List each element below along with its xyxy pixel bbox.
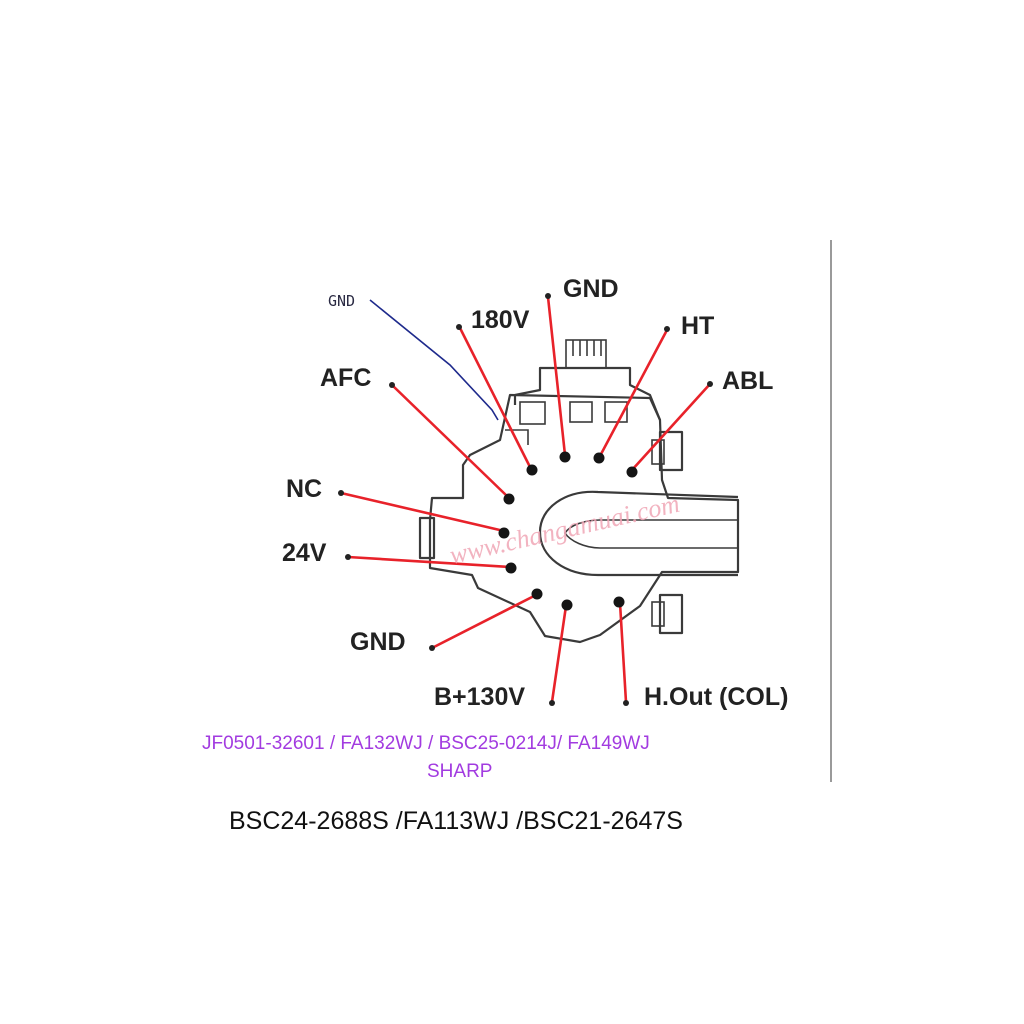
pin-hout	[613, 596, 625, 608]
pin-24v	[505, 562, 517, 574]
watermark-text: www.changamuai.com	[447, 489, 682, 570]
label-gnd-wire: GND	[328, 292, 355, 310]
leader-gnd-bottom	[430, 593, 538, 650]
label-gnd-top: GND	[563, 275, 619, 303]
pin-nc	[498, 527, 510, 539]
label-ht: HT	[681, 312, 714, 340]
model-brand: SHARP	[427, 761, 492, 782]
pin-gnd-top	[559, 451, 571, 463]
label-anchor-dots	[338, 293, 713, 706]
label-24v: 24V	[282, 539, 327, 567]
label-b130: B+130V	[434, 683, 525, 711]
pin-afc	[503, 493, 515, 505]
connector-pins	[498, 451, 638, 611]
label-abl: ABL	[722, 367, 773, 395]
leader-24v	[346, 555, 512, 569]
model-line-purple: JF0501-32601 / FA132WJ / BSC25-0214J/ FA…	[202, 733, 650, 754]
leader-hout	[618, 601, 628, 704]
leader-lines	[339, 295, 712, 704]
flyback-transformer-outline	[418, 339, 740, 644]
leader-abl	[630, 382, 712, 472]
label-180v: 180V	[471, 306, 530, 334]
label-nc: NC	[286, 475, 322, 503]
leader-ht	[598, 328, 669, 458]
leader-nc	[339, 491, 506, 533]
label-hout: H.Out (COL)	[644, 683, 788, 711]
pin-abl	[626, 466, 638, 478]
pin-gnd-bottom	[531, 588, 543, 600]
model-line-black: BSC24-2688S /FA113WJ /BSC21-2647S	[229, 807, 683, 835]
leader-gnd-top	[546, 295, 567, 457]
gnd-wire	[369, 299, 499, 421]
leader-180v	[458, 326, 532, 469]
pin-180v	[526, 464, 538, 476]
label-gnd-bottom: GND	[350, 628, 406, 656]
label-afc: AFC	[320, 364, 371, 392]
pin-b130	[561, 599, 573, 611]
leader-b130	[550, 604, 568, 704]
pin-ht	[593, 452, 605, 464]
leader-afc	[390, 383, 510, 499]
